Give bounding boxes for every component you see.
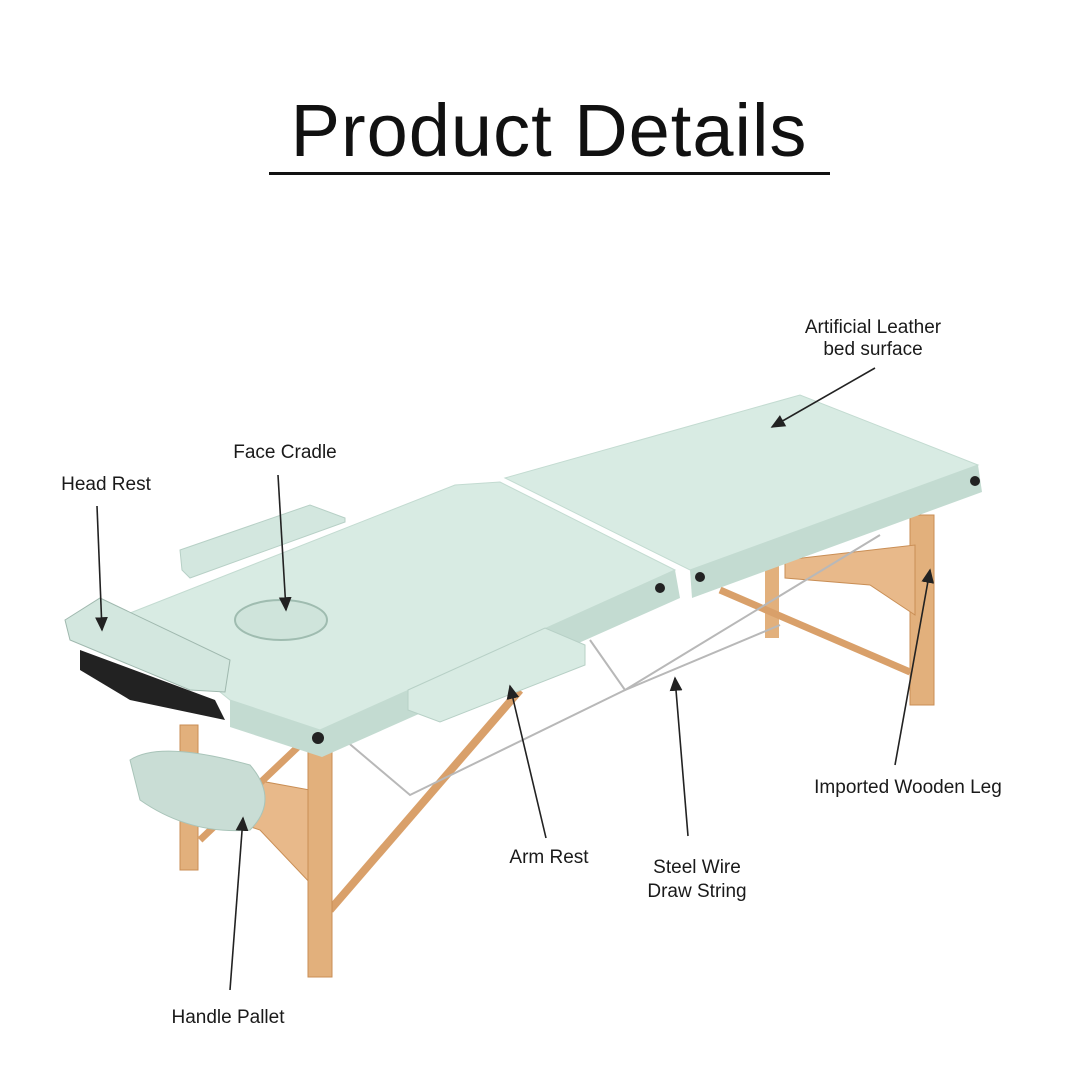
arm-rest-front (407, 627, 586, 723)
arrow-wire (669, 676, 689, 837)
arrow-handle-pallet (229, 816, 249, 991)
label-arm-rest: Arm Rest (509, 847, 589, 868)
bed-surface-right (503, 394, 982, 598)
arrow-head-rest (95, 505, 108, 632)
label-leather-line2: bed surface (823, 339, 922, 360)
page-title: Product Details (290, 89, 808, 172)
label-leather-line1: Artificial Leather (805, 317, 942, 338)
handle-pallet (129, 750, 266, 832)
arm-rest-back (179, 504, 346, 579)
label-face-cradle: Face Cradle (233, 442, 337, 463)
arrow-wooden-leg (894, 568, 935, 766)
bed-surface-left (124, 481, 680, 757)
arrow-leather (770, 367, 876, 428)
arrow-face-cradle (277, 474, 292, 612)
label-handle-pallet: Handle Pallet (171, 1007, 285, 1028)
title-underline (269, 172, 830, 175)
face-cradle (234, 599, 328, 641)
label-head-rest: Head Rest (61, 474, 151, 495)
label-wire-line2: Draw String (647, 881, 746, 902)
steel-wire (344, 534, 881, 797)
label-wire-line1: Steel Wire (653, 857, 741, 878)
label-wooden-leg: Imported Wooden Leg (814, 777, 1002, 798)
arrow-arm-rest (506, 684, 547, 839)
